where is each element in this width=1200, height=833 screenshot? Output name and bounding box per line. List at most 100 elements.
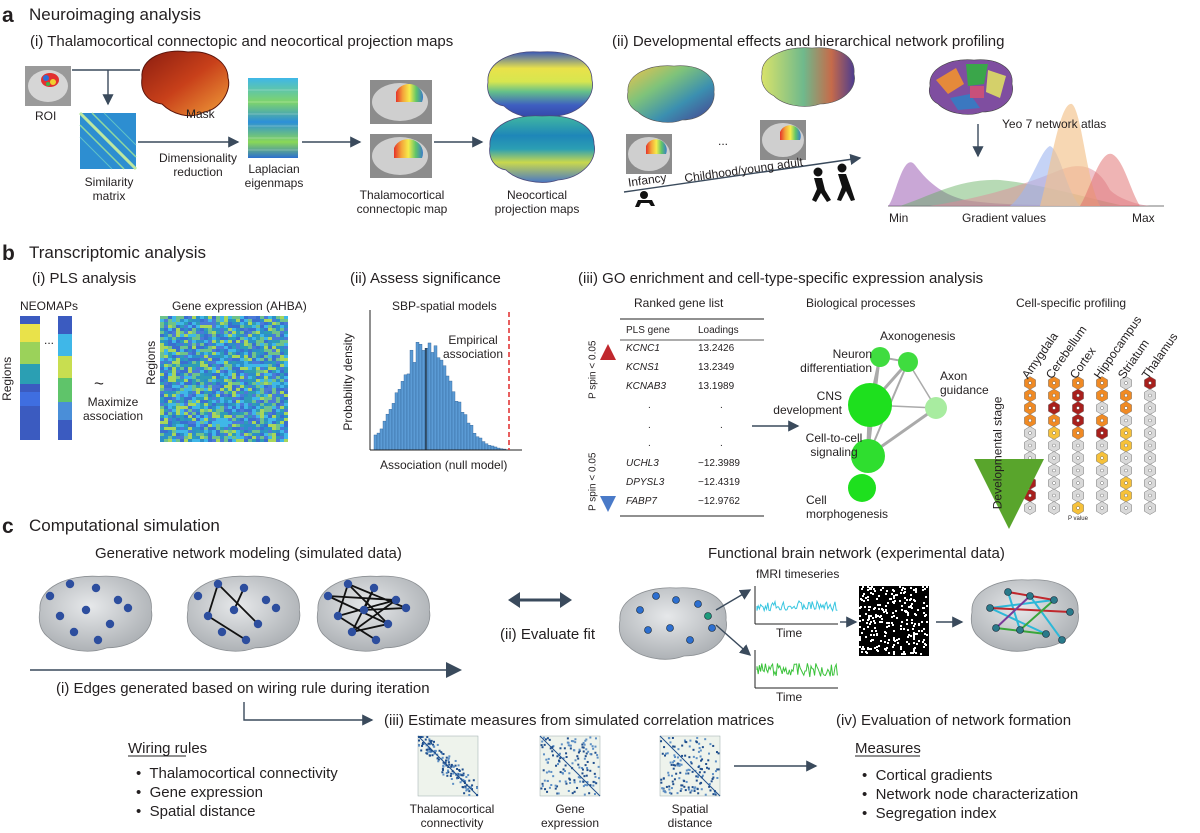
func-title: Functional brain network (experimental d…	[708, 545, 1005, 562]
p-spin-bottom: P spin < 0.05	[587, 452, 599, 511]
a-i-title: (i) Thalamocortical connectopic and neoc…	[30, 33, 454, 50]
loading-row-2: 13.2349	[698, 362, 735, 373]
gen-title: Generative network modeling (simulated d…	[95, 545, 402, 562]
ranked-label: Ranked gene list	[634, 296, 724, 310]
neuron-differentiation-node	[870, 347, 890, 367]
functional-brain-image	[618, 587, 727, 660]
a-ii-title: (ii) Developmental effects and hierarchi…	[612, 33, 1005, 50]
gene-expression-heatmap	[160, 316, 288, 442]
roi-image	[25, 66, 71, 106]
fmri-timeseries-bottom	[754, 650, 838, 689]
max-label: Max	[1132, 211, 1155, 225]
simulated-matrices	[417, 735, 721, 797]
sbp-label: SBP-spatial models	[392, 299, 497, 313]
ellipsis-label: ...	[718, 134, 729, 148]
regions-label-right: Regions	[144, 340, 159, 385]
regions-label-left: Regions	[0, 356, 15, 401]
adult-slice-image	[760, 120, 806, 160]
gene-row-6: FABP7	[626, 496, 657, 507]
infant-icon	[635, 191, 655, 207]
similarity-matrix-image	[78, 111, 138, 171]
gene-row-2: KCNS1	[626, 362, 660, 373]
wiring-item-1: • Thalamocortical connectivity	[136, 765, 338, 782]
wiring-title: Wiring rules	[128, 740, 208, 757]
cell-morphogenesis-node	[848, 474, 876, 502]
panel-a-letter: a	[2, 4, 14, 27]
measures-title: Measures	[855, 740, 921, 757]
network-density-curves	[888, 103, 1164, 207]
infant-slice-image	[626, 134, 672, 174]
wiring-item-3: • Spatial distance	[136, 803, 256, 820]
p-spin-top: P spin < 0.05	[587, 340, 599, 399]
evaluate-fit-arrow	[508, 592, 572, 608]
gene-row-5: DPYSL3	[626, 477, 665, 488]
loading-row-1: 13.2426	[698, 343, 735, 354]
panel-a-title: Neuroimaging analysis	[29, 5, 201, 24]
eval-net-label: (iv) Evaluation of network formation	[836, 712, 1072, 729]
time-top-label: Time	[776, 626, 803, 640]
axon-guidance-node	[925, 397, 947, 419]
pvalue-label: P value	[1068, 516, 1088, 522]
thalamocortical-map-images	[370, 80, 432, 178]
assoc-null-label: Association (null model)	[380, 458, 508, 472]
infant-brain-image	[627, 65, 715, 123]
loading-row-6: −12.9762	[698, 496, 740, 507]
generative-model-brains	[38, 575, 431, 652]
development-axis	[623, 153, 862, 193]
neomaps-label: NEOMAPs	[20, 299, 79, 313]
panel-b-letter: b	[2, 242, 15, 265]
cell-specific-grid	[1024, 376, 1156, 515]
children-icon	[812, 163, 855, 202]
network-brain-image	[970, 579, 1079, 652]
loading-row-5: −12.4319	[698, 477, 740, 488]
cell-signaling-node	[851, 439, 885, 473]
go-network	[848, 347, 947, 502]
gene-expr-label: Gene expression (AHBA)	[172, 299, 307, 313]
b-ii-title: (ii) Assess significance	[350, 270, 501, 287]
measure-item-2: • Network node characterization	[862, 786, 1079, 803]
tilde-label: ~	[94, 374, 104, 393]
axonogenesis-label: Axonogenesis	[880, 329, 956, 343]
gradient-label: Gradient values	[962, 211, 1047, 225]
laplacian-eigenmaps-image	[248, 78, 298, 158]
gene-row-4: UCHL3	[626, 458, 659, 469]
gene-row-3: KCNAB3	[626, 381, 667, 392]
loading-row-4: −12.3989	[698, 458, 740, 469]
panel-b-title: Transcriptomic analysis	[29, 243, 206, 262]
wiring-item-2: • Gene expression	[136, 784, 263, 801]
cns-development-node	[848, 383, 892, 427]
prob-density-label: Probability density	[340, 333, 355, 431]
neomaps-ellipsis: ...	[44, 333, 55, 347]
cellspec-label: Cell-specific profiling	[1016, 296, 1127, 310]
measure-item-1: • Cortical gradients	[862, 767, 993, 784]
gene-row-1: KCNC1	[626, 343, 660, 354]
eval-fit-label: (ii) Evaluate fit	[500, 626, 596, 643]
loadings-header: Loadings	[698, 325, 739, 336]
pls-gene-header: PLS gene	[626, 325, 670, 336]
panel-c-letter: c	[2, 515, 14, 538]
neomaps-bars	[20, 316, 72, 440]
edges-label: (i) Edges generated based on wiring rule…	[56, 680, 430, 697]
roi-label: ROI	[35, 109, 57, 123]
fmri-label: fMRI timeseries	[756, 567, 840, 581]
measure-item-3: • Segregation index	[862, 805, 997, 822]
b-i-title: (i) PLS analysis	[32, 270, 137, 287]
mask-label: Mask	[186, 107, 215, 121]
adult-brain-image	[761, 47, 855, 107]
neocortical-map-bottom	[489, 115, 596, 183]
bio-label: Biological processes	[806, 296, 916, 310]
